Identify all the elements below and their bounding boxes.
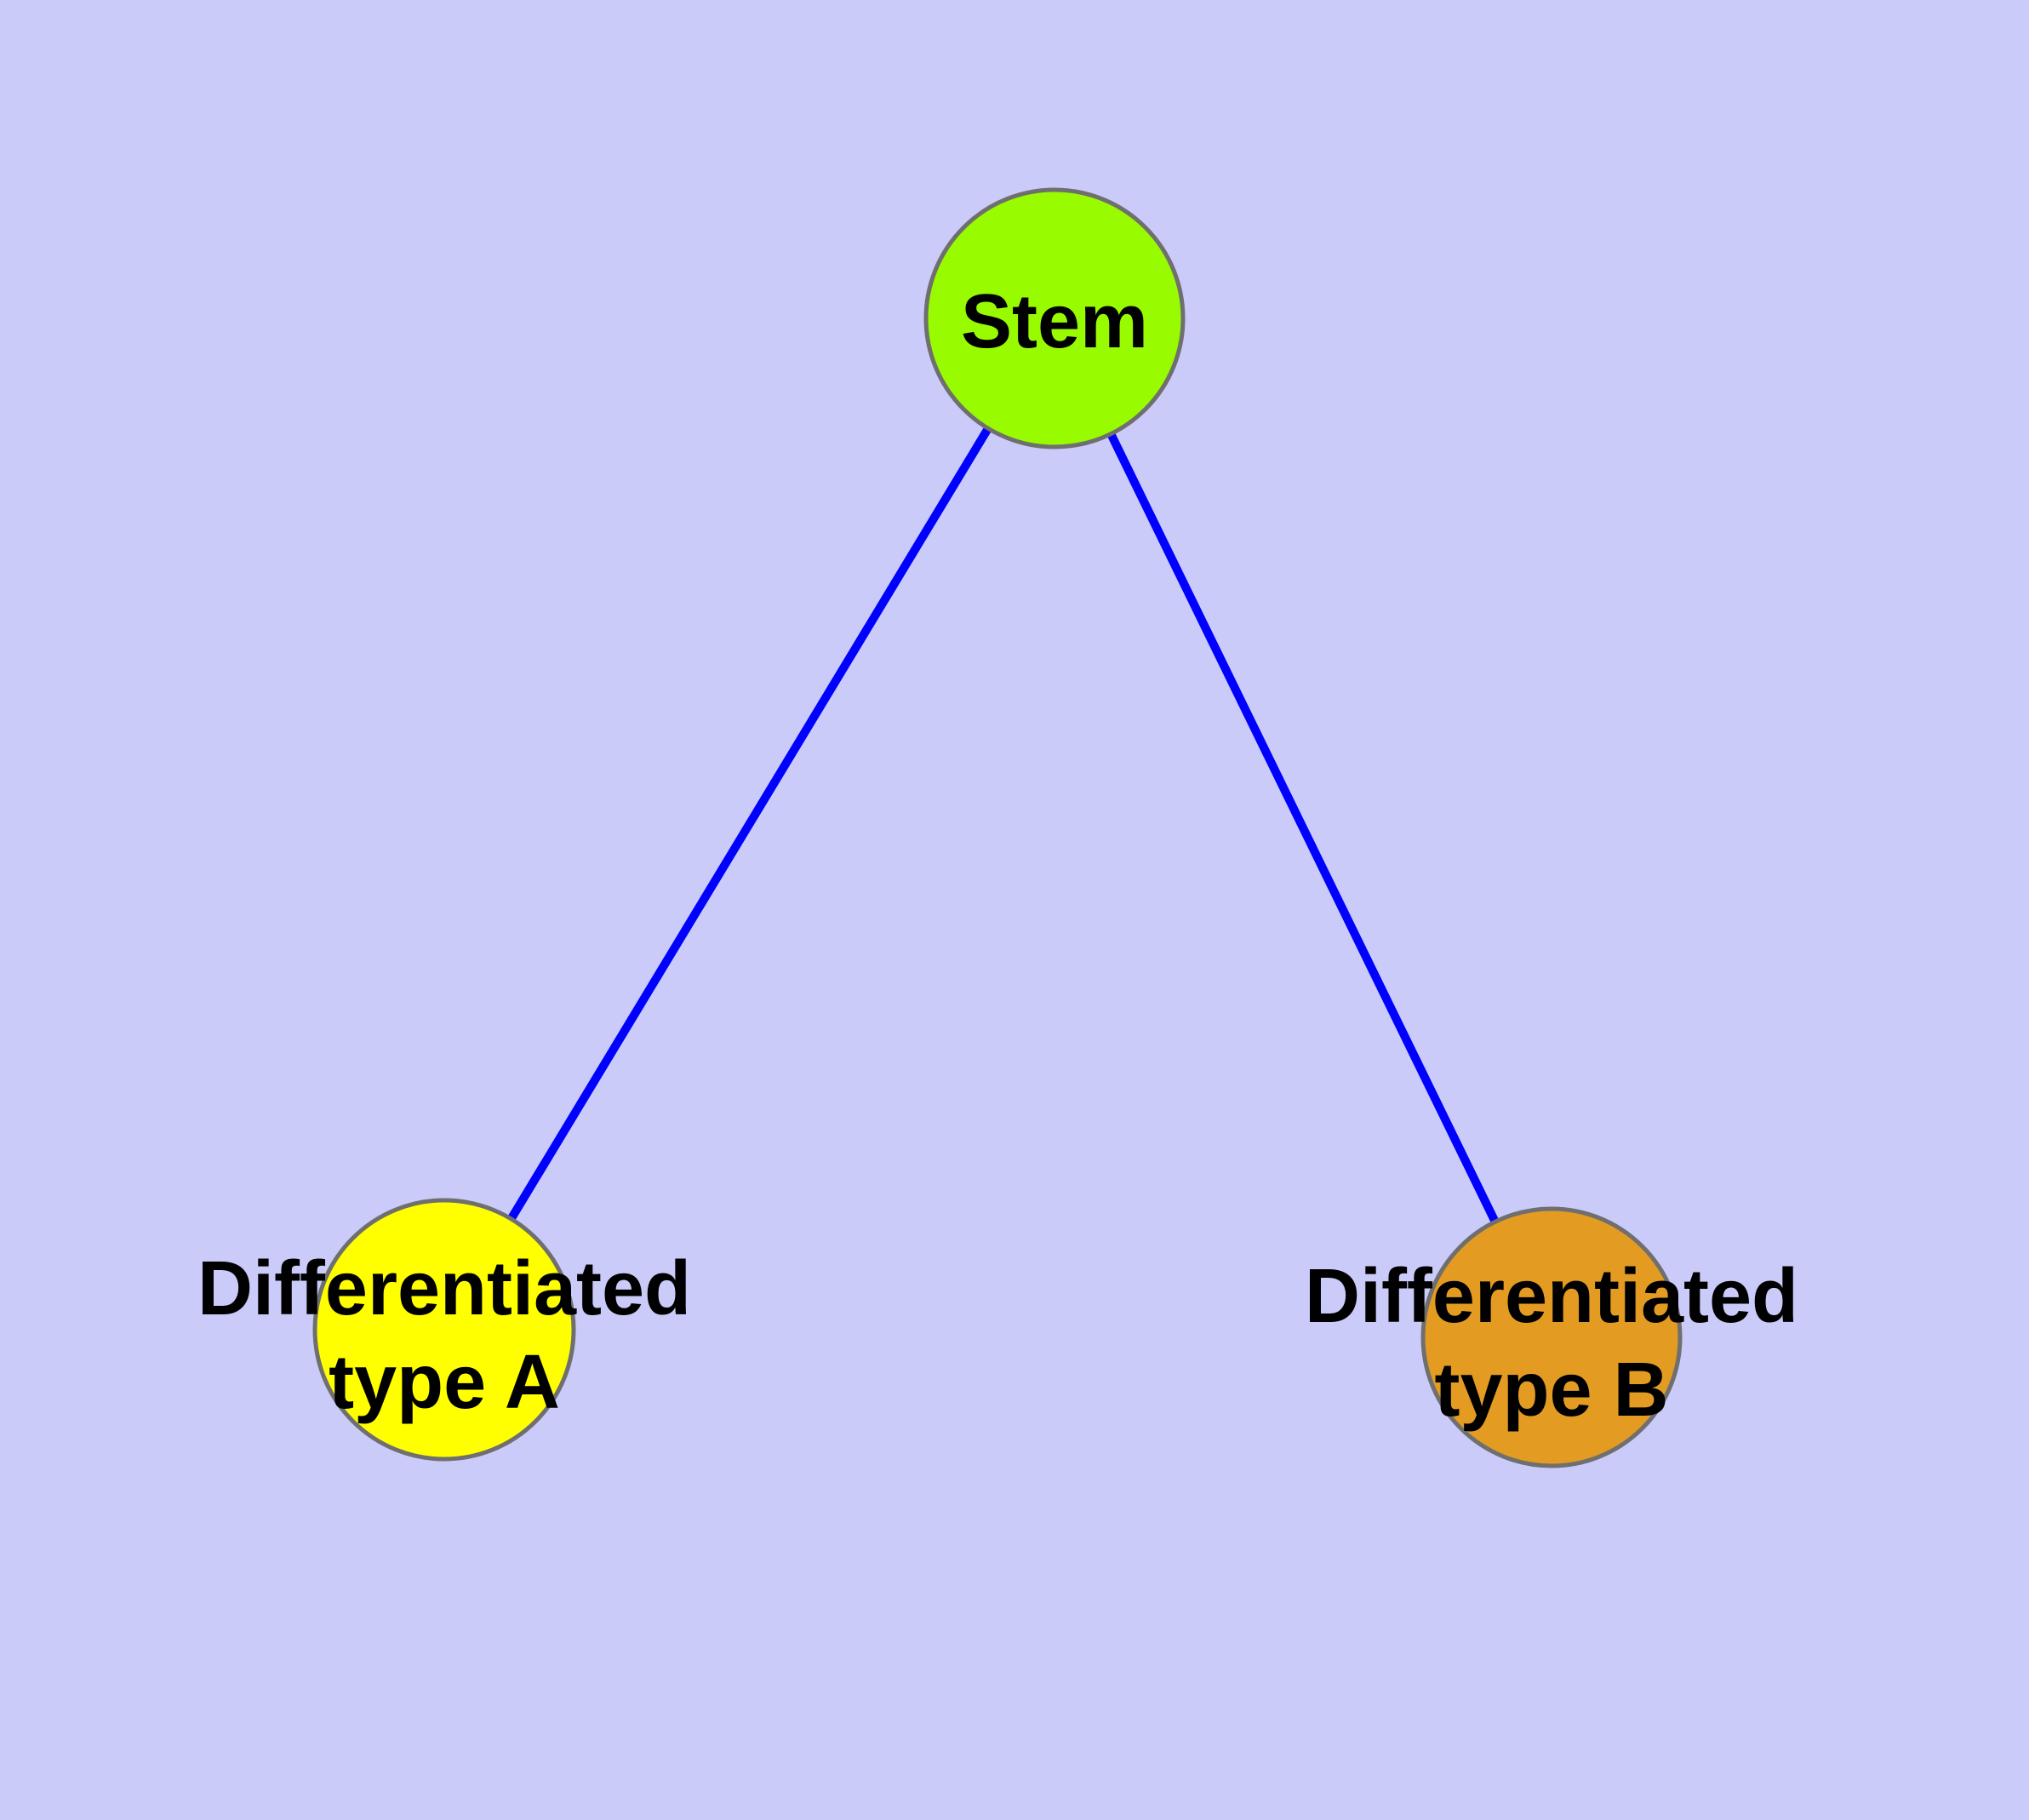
node-stem-circle — [923, 187, 1186, 449]
node-type-a-circle — [312, 1198, 576, 1462]
node-differentiated-type-b: Differentiated type B — [1305, 1206, 1798, 1468]
node-layer: Stem Differentiated type A Differentiate… — [197, 187, 1798, 1468]
node-type-a-label-line1: Differentiated — [197, 1246, 691, 1331]
node-type-b-label-line1: Differentiated — [1305, 1254, 1798, 1339]
node-type-b-circle — [1420, 1206, 1683, 1468]
node-differentiated-type-a: Differentiated type A — [197, 1198, 691, 1462]
edge-layer — [440, 316, 1556, 1340]
node-type-a-label-line2: type A — [329, 1340, 560, 1425]
node-stem: Stem — [923, 187, 1186, 449]
edge-stem-to-type-b — [1050, 316, 1556, 1340]
edge-stem-to-type-a — [440, 316, 1059, 1332]
node-type-b-label-line2: type B — [1434, 1348, 1668, 1433]
node-stem-label: Stem — [961, 279, 1148, 364]
